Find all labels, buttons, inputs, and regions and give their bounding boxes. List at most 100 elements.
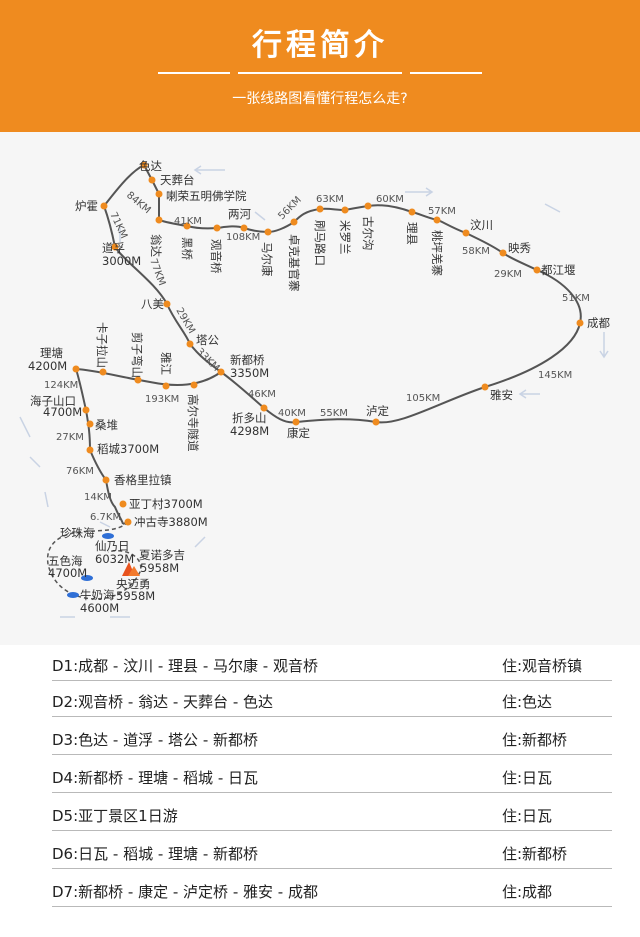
label-wusehai: 五色海 xyxy=(48,554,83,568)
km-zheduo-kangding: 40KM xyxy=(278,408,306,419)
km-daocheng-xiangge: 76KM xyxy=(66,466,94,477)
itinerary-row-d2: D2:观音桥 - 翁达 - 天葬台 - 色达 住:色达 xyxy=(52,685,612,717)
km-dujiang-chengdu: 51KM xyxy=(562,293,590,304)
itinerary-row-d1: D1:成都 - 汶川 - 理县 - 马尔康 - 观音桥 住:观音桥镇 xyxy=(52,649,612,681)
day-route: 成都 - 汶川 - 理县 - 马尔康 - 观音桥 xyxy=(78,657,318,675)
route-map-svg: 色达 天葬台 喇荣五明佛学院 炉霍 翁达 黑桥 观音桥 两河 马尔康 卓克基官寨… xyxy=(19,159,610,618)
label-luding: 泸定 xyxy=(366,404,389,418)
day-route: 亚丁景区1日游 xyxy=(78,807,178,825)
label-niunaihai-alt: 4600M xyxy=(80,601,119,615)
day-route: 色达 - 道浮 - 塔公 - 新都桥 xyxy=(78,731,259,749)
day-stay: 住:观音桥镇 xyxy=(502,657,583,675)
day-stay: 住:新都桥 xyxy=(502,845,568,863)
km-miyaluo-lixian: 60KM xyxy=(376,194,404,205)
km-tagong-xindu: 33KM xyxy=(194,346,222,374)
day-label: D1:成都 - 汶川 - 理县 - 马尔康 - 观音桥 xyxy=(52,655,318,676)
km-luhuo-seda: 84KM xyxy=(124,190,152,216)
itinerary-row-d7: D7:新都桥 - 康定 - 泸定桥 - 雅安 - 成都 住:成都 xyxy=(52,875,612,907)
label-tagong: 塔公 xyxy=(196,333,219,347)
day-label: D3:色达 - 道浮 - 塔公 - 新都桥 xyxy=(52,729,258,750)
label-miyaluo: 米罗兰 xyxy=(338,220,352,255)
label-zheduoshan: 折多山 xyxy=(232,411,267,425)
label-kangding: 康定 xyxy=(287,426,310,440)
zhenzhuhai-lake-icon xyxy=(102,533,114,539)
label-kazilashan: 卡子拉山 xyxy=(95,322,109,368)
label-wenchuan: 汶川 xyxy=(470,218,493,232)
page-title: 行程简介 xyxy=(252,28,388,63)
day-label: D4:新都桥 - 理塘 - 稻城 - 日瓦 xyxy=(52,767,258,788)
label-yingxiu: 映秀 xyxy=(508,241,531,255)
km-yingxiu-dujiang: 29KM xyxy=(494,269,522,280)
km-lixian-wenchuan: 57KM xyxy=(428,206,456,217)
label-wusehai-alt: 4700M xyxy=(48,566,87,580)
km-luding-yaan: 105KM xyxy=(406,393,440,404)
km-wengda-guanyin: 41KM xyxy=(174,216,202,227)
day-route: 新都桥 - 理塘 - 稻城 - 日瓦 xyxy=(78,769,259,787)
day-number: D4: xyxy=(52,769,79,787)
label-niunaihai: 牛奶海 xyxy=(80,588,115,602)
km-wenchuan-yingxiu: 58KM xyxy=(462,246,490,257)
label-taoping: 桃坪羌寨 xyxy=(430,230,444,276)
label-lixian: 理县 xyxy=(405,222,419,245)
km-yajiang-litang: 193KM xyxy=(145,394,179,405)
label-zhenzhuhai: 珍珠海 xyxy=(60,526,95,540)
itinerary-row-d3: D3:色达 - 道浮 - 塔公 - 新都桥 住:新都桥 xyxy=(52,723,612,755)
mountain-icon-2 xyxy=(128,566,140,576)
km-xindu-zheduo: 46KM xyxy=(248,389,276,400)
label-seda: 色达 xyxy=(139,159,162,173)
title-rule-left xyxy=(158,72,230,74)
km-kangding-luding: 55KM xyxy=(320,408,348,419)
label-dujiangyan: 都江堰 xyxy=(541,263,576,277)
day-route: 日瓦 - 稻城 - 理塘 - 新都桥 xyxy=(78,845,259,863)
itinerary: D1:成都 - 汶川 - 理县 - 马尔康 - 观音桥 住:观音桥镇 D2:观音… xyxy=(0,645,640,937)
km-haizi-daocheng: 27KM xyxy=(56,432,84,443)
label-xinduqiao-alt: 3350M xyxy=(230,366,269,380)
label-wengda: 翁达 xyxy=(149,234,163,257)
day-route: 观音桥 - 翁达 - 天葬台 - 色达 xyxy=(78,693,274,711)
km-yading-chonggu: 6.7KM xyxy=(90,512,121,523)
day-number: D5: xyxy=(52,807,79,825)
day-number: D7: xyxy=(52,883,79,901)
title-rule-mid xyxy=(238,72,402,74)
label-larong: 喇荣五明佛学院 xyxy=(166,189,247,203)
km-zhuoke-shuama: 63KM xyxy=(316,194,344,205)
label-tianzangtai: 天葬台 xyxy=(160,173,195,187)
day-label: D6:日瓦 - 稻城 - 理塘 - 新都桥 xyxy=(52,843,258,864)
label-gaoersi: 高尔寺隧道 xyxy=(186,394,200,452)
stop-dots xyxy=(72,161,584,526)
day-stay: 住:日瓦 xyxy=(502,769,553,787)
label-yaan: 雅安 xyxy=(490,388,513,402)
label-jianziwan: 剪子弯山 xyxy=(130,332,144,378)
label-xiannairi-alt: 6032M xyxy=(95,552,134,566)
day-number: D1: xyxy=(52,657,79,675)
label-guergou: 古尔沟 xyxy=(361,216,375,251)
label-lianghe: 两河 xyxy=(228,207,251,221)
label-yangmaiyong: 央迈勇 xyxy=(116,577,151,591)
label-zheduoshan-alt: 4298M xyxy=(230,424,269,438)
day-stay: 住:成都 xyxy=(502,883,553,901)
route-map: 色达 天葬台 喇荣五明佛学院 炉霍 翁达 黑桥 观音桥 两河 马尔康 卓克基官寨… xyxy=(0,132,640,645)
label-xinduqiao: 新都桥 xyxy=(230,353,265,367)
day-label: D5:亚丁景区1日游 xyxy=(52,805,178,826)
wusehai-lake-icon xyxy=(81,575,93,581)
itinerary-row-d4: D4:新都桥 - 理塘 - 稻城 - 日瓦 住:日瓦 xyxy=(52,761,612,793)
km-yaan-chengdu: 145KM xyxy=(538,370,572,381)
label-chonggusi: 冲古寺3880M xyxy=(134,515,208,529)
km-guanyin-maerkang: 108KM xyxy=(226,232,260,243)
day-stay: 住:新都桥 xyxy=(502,731,568,749)
day-route: 新都桥 - 康定 - 泸定桥 - 雅安 - 成都 xyxy=(78,883,318,901)
label-xianuoduoji-alt: 5958M xyxy=(140,561,179,575)
title-rule-right xyxy=(410,72,482,74)
label-yangmaiyong-alt: 5958M xyxy=(116,589,155,603)
km-xiangge-yading: 14KM xyxy=(84,492,112,503)
page-subtitle: 一张线路图看懂行程怎么走? xyxy=(232,91,408,107)
label-maerkang: 马尔康 xyxy=(260,242,274,277)
label-haizishankou: 海子山口 xyxy=(30,394,76,408)
label-haizishankou-alt: 4700M xyxy=(43,405,82,419)
label-yadingcun: 亚丁村3700M xyxy=(129,497,203,511)
itinerary-row-d5: D5:亚丁景区1日游 住:日瓦 xyxy=(52,799,612,831)
header-banner: 行程简介 一张线路图看懂行程怎么走? xyxy=(0,0,640,132)
label-litang-alt: 4200M xyxy=(28,359,67,373)
day-number: D6: xyxy=(52,845,79,863)
day-label: D2:观音桥 - 翁达 - 天葬台 - 色达 xyxy=(52,691,273,712)
